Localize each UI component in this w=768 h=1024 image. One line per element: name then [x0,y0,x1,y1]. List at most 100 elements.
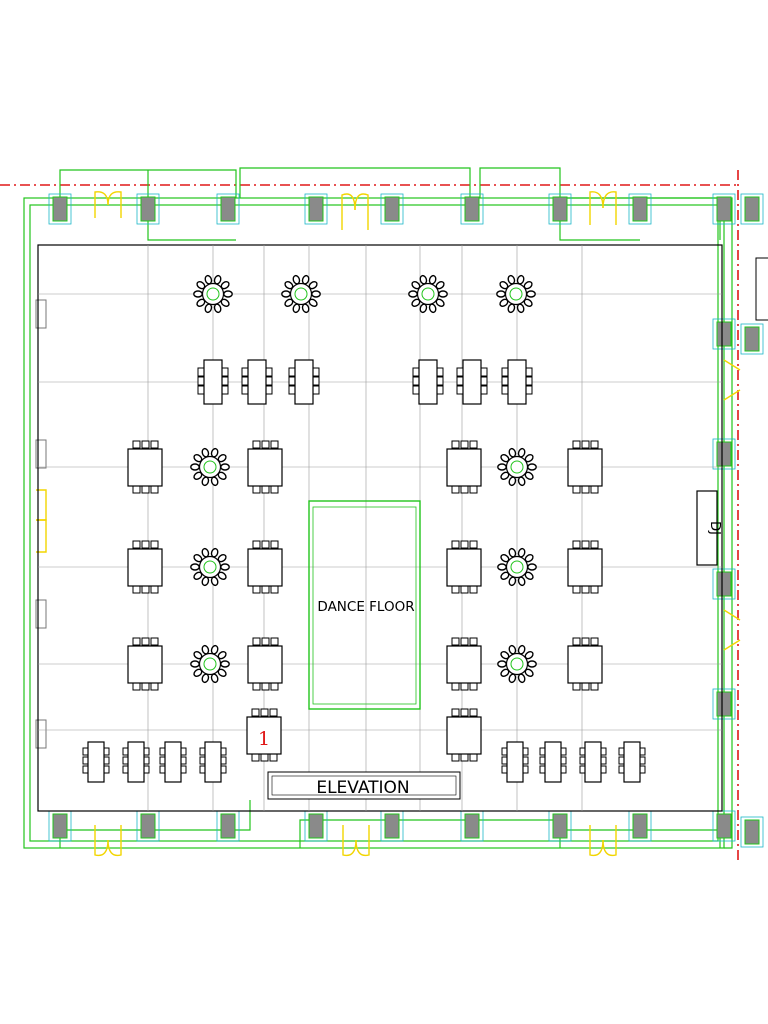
rect-table [501,359,533,405]
chair [408,290,418,298]
chair [260,753,269,762]
chair [590,485,599,494]
round-table [497,447,537,487]
table-top [127,741,145,783]
chair [132,682,141,691]
chair [590,540,599,549]
chair [312,367,320,377]
chair [311,290,321,298]
chair [252,440,261,449]
chair [590,682,599,691]
table-top [446,548,482,587]
chair [82,747,89,756]
chair [469,682,478,691]
chair [522,756,529,765]
chair [451,637,460,646]
wall-column [628,193,652,225]
small-table [159,741,187,783]
round-table [497,644,537,684]
chair [150,585,159,594]
rect-table [446,708,482,762]
dance-floor: DANCE FLOOR [308,500,421,710]
chair [451,440,460,449]
chair [261,540,270,549]
round-table [190,644,230,684]
centerpiece [203,460,217,474]
chair [221,367,229,377]
chair [150,540,159,549]
chair [141,637,150,646]
table-top [127,448,163,487]
rect-table [412,359,444,405]
chair [522,765,529,774]
wall-pilaster [35,299,47,329]
chair [451,708,460,717]
wall-pilaster [35,439,47,469]
chair [451,540,460,549]
small-table [82,741,110,783]
wall-column [712,688,736,720]
table-top [164,741,182,783]
chair [438,290,448,298]
rect-table [246,708,282,762]
chair [456,376,464,386]
table-top [198,455,222,479]
chair [150,637,159,646]
chair [572,637,581,646]
chair [270,485,279,494]
chair [618,756,625,765]
wall-column [548,810,572,842]
chair [412,376,420,386]
chair [412,367,420,377]
wall-pilaster [35,599,47,629]
chair [122,756,129,765]
chair [261,585,270,594]
chair [103,747,110,756]
round-table [497,547,537,587]
chair [241,376,249,386]
chair [261,440,270,449]
chair [122,765,129,774]
elevation-label: ELEVATION [316,778,409,798]
chair [265,376,273,386]
chair [572,682,581,691]
chair [451,585,460,594]
chair [159,756,166,765]
table-top [246,716,282,755]
chair [265,385,273,395]
chair [501,367,509,377]
chair [560,747,567,756]
chair [122,747,129,756]
table-top [198,652,222,676]
rect-table [446,637,482,691]
rect-table [241,359,273,405]
exterior-box [755,257,768,321]
table-top [204,741,222,783]
small-table [618,741,646,783]
chair [469,440,478,449]
centerpiece [510,657,524,671]
wall-column [712,318,736,350]
chair [252,682,261,691]
wall-column [216,810,240,842]
wall-column [712,438,736,470]
chair [220,747,227,756]
chair [132,485,141,494]
rect-table [567,540,603,594]
rect-table [247,540,283,594]
table-top [544,741,562,783]
chair [132,585,141,594]
table-top [203,359,223,405]
chair [618,747,625,756]
round-table [193,274,233,314]
table-top [567,448,603,487]
wall-column [740,323,764,355]
wall-column [136,193,160,225]
chair [460,682,469,691]
chair [220,563,230,571]
chair [560,765,567,774]
table-top [247,548,283,587]
chair [221,376,229,386]
chair [460,585,469,594]
rect-table [567,637,603,691]
